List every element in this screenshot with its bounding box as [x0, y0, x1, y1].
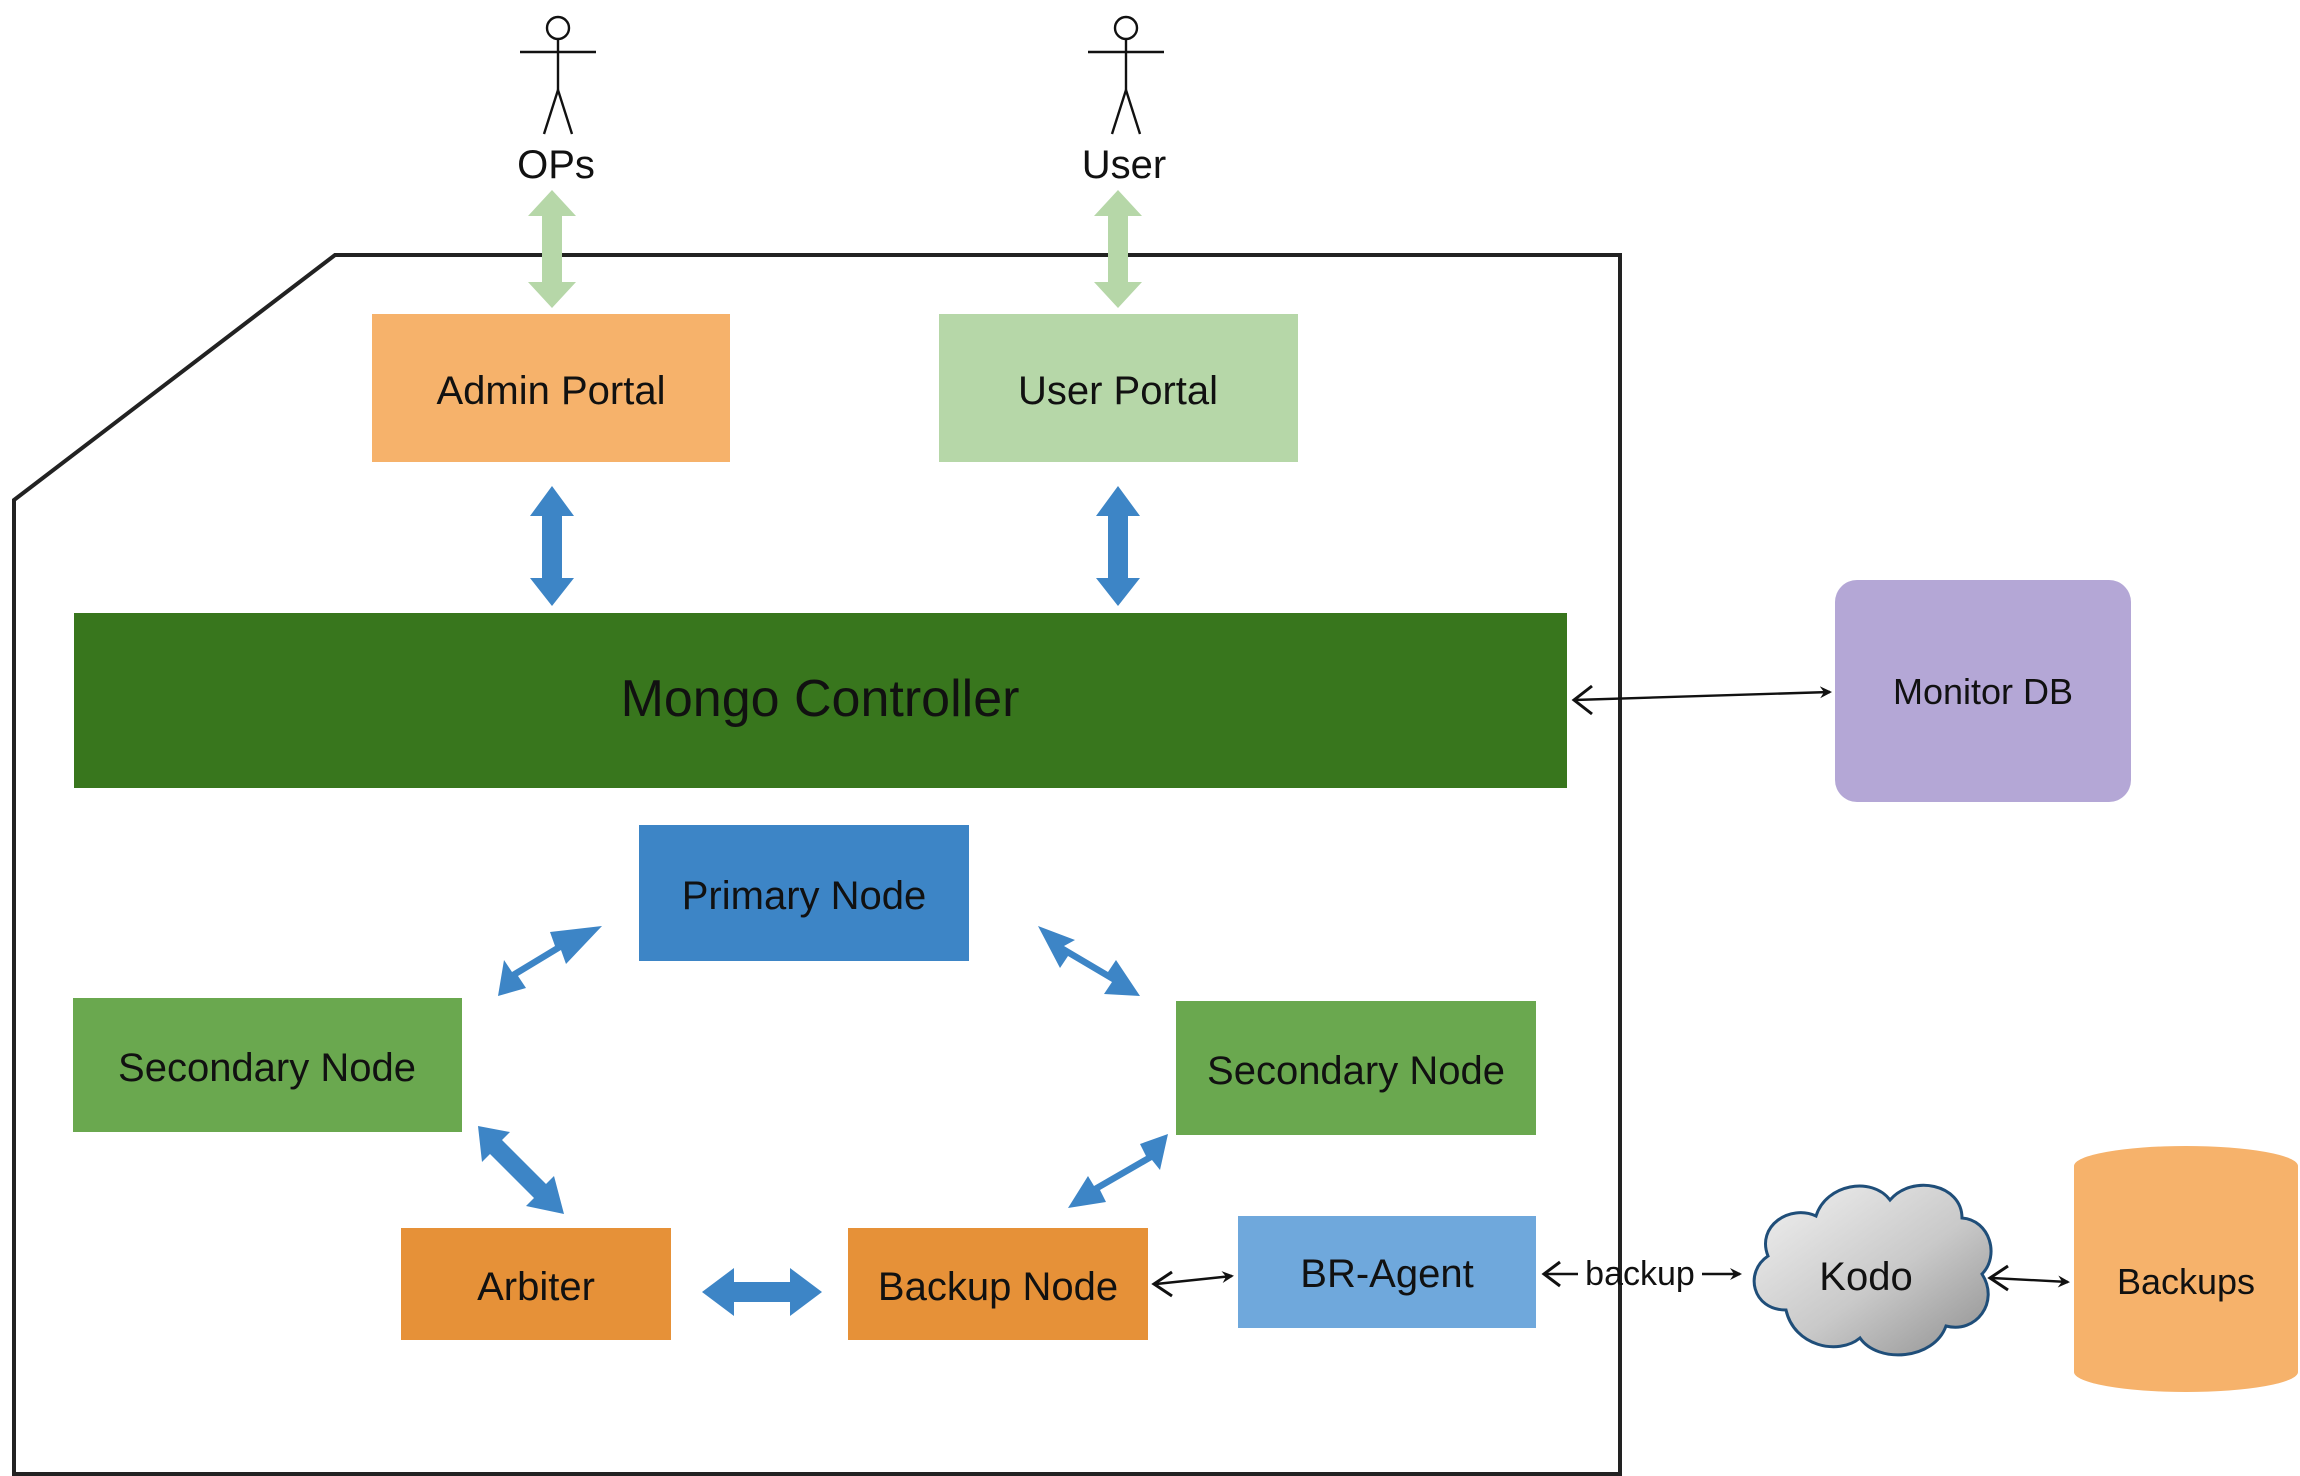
- br-agent-box: BR-Agent: [1238, 1216, 1536, 1328]
- primary-secondary-left-arrow-icon: [498, 926, 602, 996]
- admin-portal-label: Admin Portal: [437, 369, 666, 413]
- arbiter-backup-arrow-icon: [702, 1268, 822, 1316]
- backup-secondary-right-arrow-icon: [1068, 1134, 1168, 1208]
- user-controller-arrow-icon: [1096, 486, 1140, 606]
- user-portal-label: User Portal: [1018, 369, 1218, 413]
- backup-bragent-connector: [1155, 1271, 1234, 1286]
- backup-bragent-arrowhead-icon: [1151, 1270, 1173, 1298]
- mongo-controller-box: Mongo Controller: [74, 613, 1567, 788]
- kodo-backups-connector: [1991, 1275, 2070, 1288]
- secondary-node-right-label: Secondary Node: [1207, 1049, 1505, 1093]
- ops-admin-arrow-icon: [528, 190, 576, 308]
- backup-node-box: Backup Node: [848, 1228, 1148, 1340]
- backup-link-label: backup: [1585, 1255, 1695, 1293]
- kodo-backups-arrowhead-icon: [1987, 1264, 2009, 1292]
- monitor-db-box: Monitor DB: [1835, 580, 2131, 802]
- secondary-node-left-label: Secondary Node: [118, 1046, 416, 1090]
- br-agent-label: BR-Agent: [1300, 1252, 1473, 1296]
- mongo-controller-label: Mongo Controller: [621, 670, 1020, 728]
- primary-secondary-right-arrow-icon: [1038, 926, 1140, 996]
- backups-cylinder-icon: Backups: [2074, 1146, 2298, 1392]
- user-portal-arrow-icon: [1094, 190, 1142, 308]
- replica-arrows: [478, 926, 1168, 1316]
- admin-portal-box: Admin Portal: [372, 314, 730, 462]
- bragent-kodo-arrowhead-left-icon: [1541, 1260, 1561, 1288]
- monitor-db-label: Monitor DB: [1893, 671, 2073, 712]
- backups-label: Backups: [2117, 1261, 2255, 1302]
- ops-actor-icon: [520, 15, 596, 135]
- kodo-cloud-icon: Kodo: [1752, 1183, 1993, 1357]
- kodo-label: Kodo: [1819, 1255, 1912, 1299]
- system-boundary: [12, 253, 1622, 1476]
- user-portal-box: User Portal: [939, 314, 1298, 462]
- primary-node-box: Primary Node: [639, 825, 969, 961]
- secondary-node-right-box: Secondary Node: [1176, 1001, 1536, 1135]
- user-actor-icon: [1088, 15, 1164, 135]
- secondary-left-arbiter-arrow-icon: [478, 1126, 564, 1214]
- arbiter-label: Arbiter: [477, 1265, 595, 1309]
- user-actor-label: User: [1082, 143, 1166, 187]
- controller-monitor-arrowhead-icon: [1571, 684, 1593, 716]
- secondary-node-left-box: Secondary Node: [73, 998, 462, 1132]
- ops-actor-label: OPs: [517, 143, 595, 187]
- arbiter-box: Arbiter: [401, 1228, 671, 1340]
- primary-node-label: Primary Node: [682, 874, 927, 918]
- controller-monitor-connector: [1573, 686, 1832, 702]
- admin-controller-arrow-icon: [530, 486, 574, 606]
- backup-node-label: Backup Node: [878, 1265, 1118, 1309]
